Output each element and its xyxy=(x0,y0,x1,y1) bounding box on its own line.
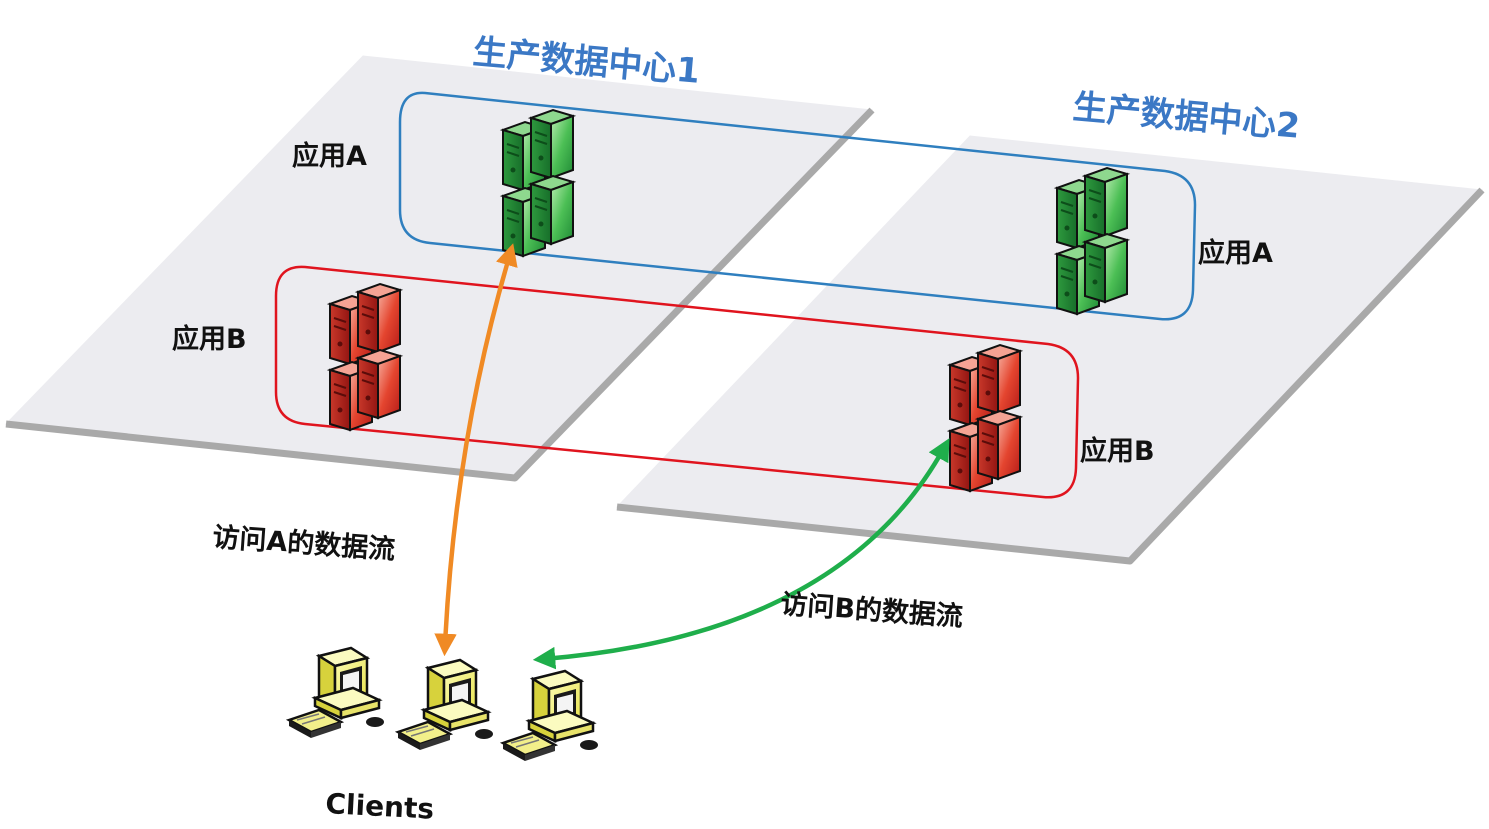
client-computer-2 xyxy=(396,658,495,752)
server-cluster-app-a-dc2 xyxy=(1057,168,1127,314)
app-b-label-dc2: 应用B xyxy=(1080,435,1155,467)
flow-a-label: 访问A的数据流 xyxy=(212,521,397,566)
flow-b-arrow xyxy=(532,438,950,670)
clients-label: Clients xyxy=(325,787,435,826)
app-b-label-dc1: 应用B xyxy=(172,323,247,355)
client-computer-3 xyxy=(501,669,600,763)
server-cluster-app-b-dc2 xyxy=(950,345,1020,491)
app-a-label-dc2: 应用A xyxy=(1198,237,1273,269)
flow-b-label: 访问B的数据流 xyxy=(780,588,964,633)
client-computer-1 xyxy=(287,646,386,740)
server-cluster-app-b-dc1 xyxy=(330,284,400,430)
server-cluster-app-a-dc1 xyxy=(503,110,573,256)
app-b-group xyxy=(274,265,1080,499)
app-a-group xyxy=(398,91,1197,321)
app-a-label-dc1: 应用A xyxy=(292,140,367,172)
flow-a-arrow xyxy=(434,243,518,657)
datacenter-2-title: 生产数据中心2 xyxy=(1071,87,1301,147)
